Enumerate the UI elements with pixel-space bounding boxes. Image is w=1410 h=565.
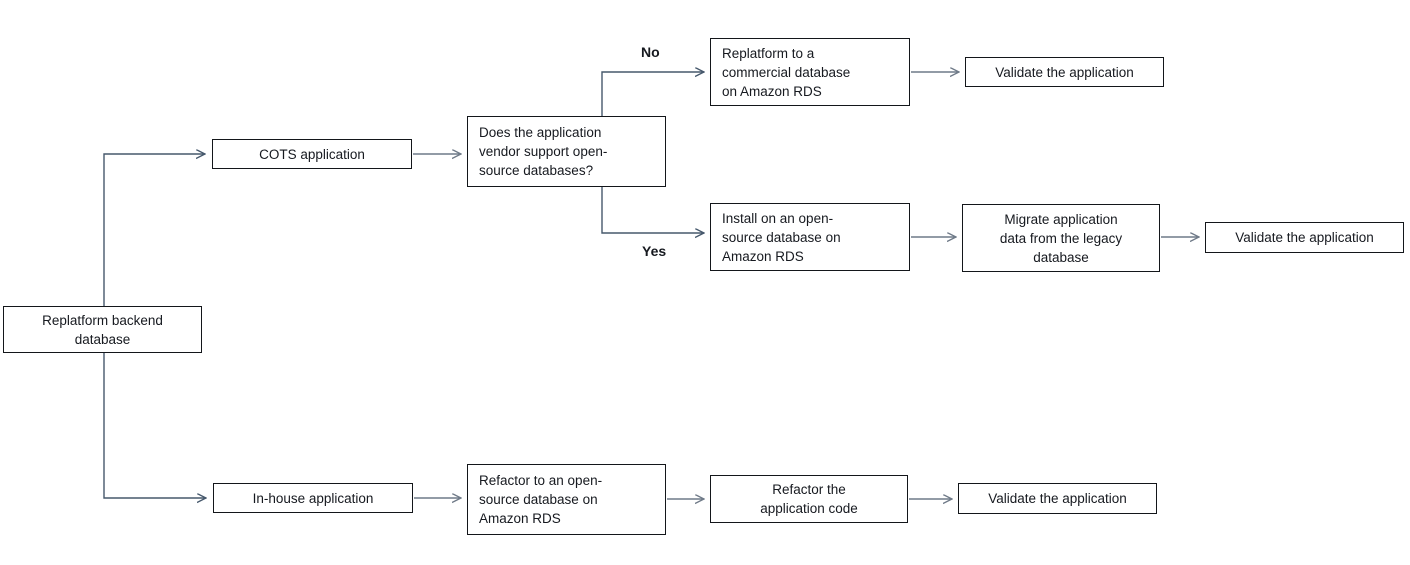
node-label: Refactor to an open- source database on … — [479, 473, 603, 526]
node-label: Migrate application data from the legacy… — [999, 211, 1123, 265]
connector-decision-yes-branch — [601, 187, 704, 233]
connector-root-to-inhouse — [103, 353, 206, 498]
node-label: Replatform to a commercial database on A… — [722, 45, 851, 99]
node-refactor-application-code: Refactor the application code — [710, 475, 908, 523]
node-cots-application: COTS application — [212, 139, 412, 169]
node-replatform-backend-database: Replatform backend database — [3, 306, 202, 353]
connector-decision-no-branch — [601, 72, 704, 116]
node-in-house-application: In-house application — [213, 483, 413, 513]
node-label: In-house application — [252, 490, 374, 506]
node-label: Does the application vendor support open… — [479, 125, 608, 178]
edge-label-yes: Yes — [642, 243, 667, 259]
node-validate-application-yes-branch: Validate the application — [1205, 222, 1404, 253]
node-refactor-open-source-db: Refactor to an open- source database on … — [467, 464, 666, 535]
node-label: Validate the application — [988, 491, 1127, 506]
node-validate-application-inhouse-branch: Validate the application — [958, 483, 1157, 514]
node-label: COTS application — [259, 146, 365, 162]
node-decision-vendor-support: Does the application vendor support open… — [467, 116, 666, 187]
node-label: Refactor the application code — [760, 482, 858, 516]
node-label: Validate the application — [1235, 230, 1374, 245]
edge-label-no: No — [641, 44, 660, 60]
node-migrate-application-data: Migrate application data from the legacy… — [962, 204, 1160, 272]
node-label: Install on an open- source database on A… — [722, 210, 841, 264]
node-validate-application-no-branch: Validate the application — [965, 57, 1164, 87]
node-install-open-source-db: Install on an open- source database on A… — [710, 203, 910, 271]
connector-root-to-cots — [103, 154, 205, 306]
node-label: Replatform backend database — [42, 312, 163, 347]
node-replatform-commercial-db: Replatform to a commercial database on A… — [710, 38, 910, 106]
node-label: Validate the application — [995, 64, 1134, 80]
